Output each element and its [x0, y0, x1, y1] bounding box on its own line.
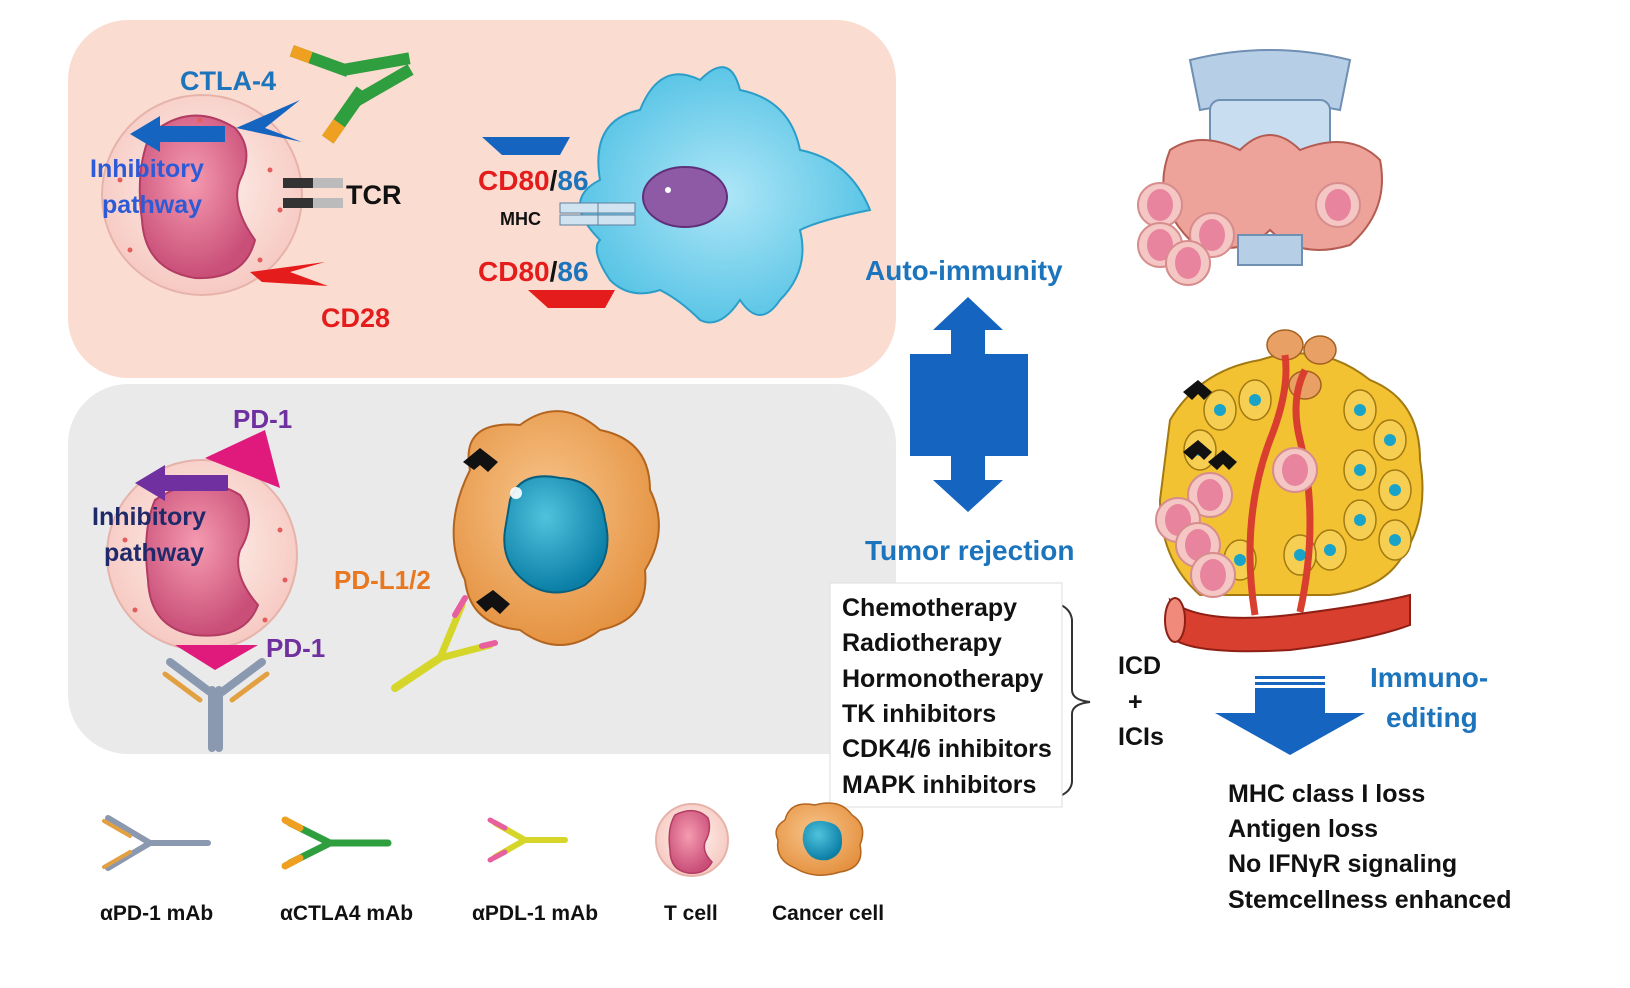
therapy-item: Hormonotherapy [842, 665, 1044, 693]
therapy-item: Radiotherapy [842, 629, 1002, 657]
auto-immunity-label: Auto-immunity [865, 255, 1063, 286]
therapy-item: MAPK inhibitors [842, 771, 1037, 799]
therapy-item: CDK4/6 inhibitors [842, 735, 1052, 763]
legend-label-actla4: αCTLA4 mAb [280, 902, 414, 925]
plus-label: + [1128, 688, 1143, 716]
legend-label-cancer-cell: Cancer cell [772, 902, 885, 925]
therapy-bracket [1031, 599, 1091, 801]
pd1-label-top: PD-1 [233, 404, 293, 434]
anti-pd1-antibody [162, 658, 270, 752]
legend-icon-tcell [655, 803, 729, 877]
pd1-label-bottom: PD-1 [266, 633, 326, 663]
double-arrow [910, 297, 1028, 512]
tcr-receptor [283, 178, 343, 208]
ctla4-label: CTLA-4 [180, 66, 276, 96]
anti-ctla4-antibody [289, 45, 414, 144]
legend-label-apd1: αPD-1 mAb [100, 902, 214, 925]
t-cell-bottom [106, 459, 298, 651]
legend-icon-cancer-cell [775, 802, 864, 876]
pdl1-ligand-bottom [476, 590, 510, 614]
inhibitory-label-top: Inhibitory [90, 155, 204, 183]
legend-icon-apdl1 [487, 817, 568, 863]
cd80-ligand-top [482, 137, 570, 155]
pathway-label-top: pathway [102, 191, 203, 219]
mhc-label: MHC [500, 209, 541, 229]
inhibitory-arrow-bottom [135, 465, 228, 501]
legend-icon-apd1 [102, 815, 211, 871]
therapy-box [829, 582, 1063, 808]
pdl1-ligand-top [463, 448, 498, 472]
outcome-item: Stemcellness enhanced [1228, 886, 1512, 914]
cd80-86-label-bottom: CD80/86 [478, 256, 589, 287]
ctla4-receptor [236, 100, 302, 142]
mhc-molecule [559, 202, 636, 226]
cd80-86-label-top: CD80/86 [478, 165, 589, 196]
cancer-cell [452, 410, 660, 646]
anti-pdl1-antibody [391, 595, 498, 692]
legend-label-tcell: T cell [664, 902, 718, 925]
cd28-label: CD28 [321, 303, 391, 333]
therapy-item: Chemotherapy [842, 594, 1018, 622]
immuno-label: Immuno- [1370, 662, 1489, 693]
legend-label-apdl1: αPDL-1 mAb [472, 902, 599, 925]
dendritic-cell [579, 66, 872, 324]
immunoediting-arrow [1215, 676, 1365, 755]
editing-label: editing [1386, 702, 1478, 733]
pd1-receptor-bottom [175, 645, 258, 670]
tumor-rejection-label: Tumor rejection [865, 535, 1075, 566]
inhibitory-arrow-top [130, 116, 225, 152]
pdl12-label: PD-L1/2 [334, 565, 431, 595]
pd1-receptor-top [205, 430, 280, 488]
thyroid-illustration [1137, 49, 1383, 286]
cd28-receptor [250, 262, 328, 286]
outcome-item: No IFNγR signaling [1228, 850, 1458, 878]
tumor-illustration [1155, 329, 1424, 653]
cd80-ligand-bottom [528, 290, 615, 308]
tcr-label: TCR [346, 180, 402, 210]
outcome-item: MHC class I loss [1228, 780, 1426, 808]
therapy-item: TK inhibitors [842, 700, 997, 728]
legend-icon-actla4 [281, 816, 392, 870]
outcome-item: Antigen loss [1228, 815, 1379, 843]
inhibitory-label-bottom: Inhibitory [92, 503, 206, 531]
pathway-label-bottom: pathway [104, 539, 205, 567]
icd-label: ICD [1118, 652, 1162, 680]
icis-label: ICIs [1118, 723, 1164, 751]
